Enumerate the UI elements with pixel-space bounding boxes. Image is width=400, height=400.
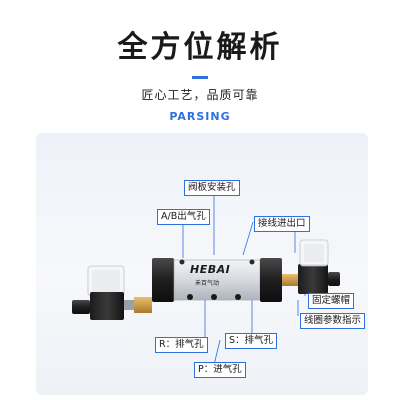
callout-r-exhaust: R：排气孔 [155, 337, 208, 353]
callout-s-exhaust: S：排气孔 [225, 333, 278, 349]
valve-body [152, 258, 282, 302]
right-coil [282, 239, 340, 294]
callout-valve-plate-holes: 阀板安装孔 [184, 180, 240, 196]
product-brand: HEBAI [190, 263, 231, 276]
page-title: 全方位解析 [117, 30, 283, 65]
callout-p-inlet: P：进气孔 [194, 362, 246, 378]
callout-lines [182, 193, 306, 366]
callout-wiring-inlet: 接线进出口 [254, 216, 310, 232]
callout-coil-params: 线圈参数指示 [300, 313, 366, 329]
callout-fixing-nut: 固定螺帽 [308, 293, 355, 309]
title-underline [192, 76, 208, 79]
callout-ab-outlet: A/B出气孔 [157, 209, 210, 225]
page-subtitle: 匠心工艺，品质可靠 [141, 88, 259, 102]
product-brand-sub: 禾百气动 [195, 280, 220, 287]
left-coil [72, 265, 152, 320]
section-label: PARSING [169, 110, 231, 123]
